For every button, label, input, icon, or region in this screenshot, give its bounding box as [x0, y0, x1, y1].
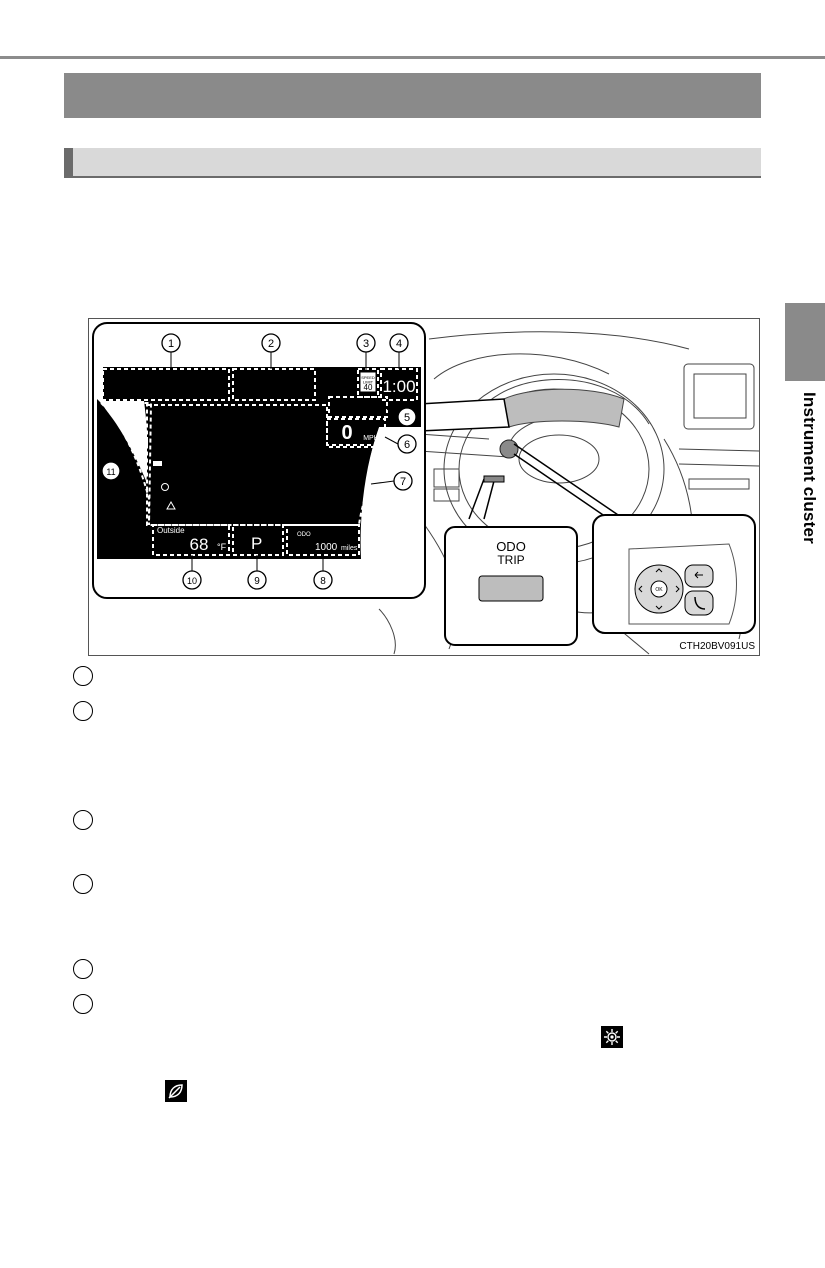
- odo-label: ODO: [297, 532, 311, 538]
- right-arrow-icon: [675, 585, 680, 593]
- top-rule: [0, 56, 825, 59]
- odo-unit: miles: [341, 545, 358, 552]
- section-title-bar: [64, 73, 761, 118]
- svg-text:3: 3: [363, 338, 369, 350]
- steering-hub: [518, 434, 600, 484]
- svg-text:8: 8: [320, 576, 326, 587]
- chapter-label-text: Instrument cluster: [800, 392, 819, 544]
- outside-label: Outside: [157, 526, 185, 535]
- phone-icon: [694, 596, 706, 610]
- figure-code: CTH20BV091US: [679, 641, 755, 652]
- subsection-title-bar: [64, 148, 761, 178]
- subsection-accent: [64, 148, 73, 176]
- switch-leader: [513, 443, 625, 520]
- indicator-icons: [123, 406, 176, 510]
- svg-text:4: 4: [396, 338, 402, 350]
- list-bullet-2: [73, 701, 93, 721]
- car-icon: [137, 416, 145, 421]
- list-bullet-1: [73, 666, 93, 686]
- svg-text:10: 10: [187, 576, 197, 586]
- phone-button: [684, 590, 714, 616]
- ok-button: [650, 580, 668, 598]
- svg-text:5: 5: [404, 412, 410, 424]
- clock: 1:00: [382, 377, 415, 396]
- back-icon: [694, 571, 703, 579]
- vehicle-icon: [153, 461, 162, 466]
- steering-switch-location: [499, 439, 519, 459]
- switch-arrows: [638, 568, 680, 610]
- outside-unit: °F: [217, 542, 227, 552]
- list-bullet-6: [73, 994, 93, 1014]
- odo-value: 1000: [315, 542, 338, 553]
- svg-text:11: 11: [106, 467, 115, 477]
- audio-icon: [143, 437, 148, 448]
- odo-trip-label-1: ODO: [496, 539, 526, 554]
- list-bullet-3: [73, 810, 93, 830]
- display-leader: [418, 398, 510, 432]
- svg-text:2: 2: [268, 338, 274, 350]
- list-bullet-4: [73, 874, 93, 894]
- odo-trip-button: [478, 575, 544, 602]
- shift-position: P: [251, 534, 262, 553]
- list-bullet-5: [73, 959, 93, 979]
- svg-text:9: 9: [254, 576, 260, 587]
- speed-unit: MPH: [363, 435, 379, 442]
- back-button: [684, 564, 714, 588]
- eco-icon: [123, 406, 131, 414]
- gear-icon: [601, 1026, 623, 1048]
- svg-text:6: 6: [404, 439, 410, 451]
- callout-leaders: [120, 352, 674, 613]
- outside-temp: 68: [190, 535, 209, 554]
- speed-limit-value: 40: [364, 383, 373, 392]
- odo-button-location: [483, 475, 505, 483]
- ok-label: OK: [655, 587, 663, 593]
- gear-small-icon: [161, 483, 169, 491]
- speed-value: 0: [341, 422, 352, 444]
- odo-leader: [468, 478, 495, 520]
- up-arrow-icon: [655, 568, 663, 573]
- left-arrow-icon: [638, 585, 643, 593]
- switch-panel: [628, 543, 737, 625]
- cluster-location-highlight: [503, 388, 625, 428]
- chapter-tab: [785, 303, 825, 381]
- odo-trip-label-2: TRIP: [497, 553, 524, 567]
- speed-limit-sign: [359, 371, 377, 393]
- eco-leaf-icon: [165, 1080, 187, 1102]
- svg-text:1: 1: [168, 338, 174, 350]
- chapter-label: Instrument cluster: [792, 392, 822, 552]
- down-arrow-icon: [655, 605, 663, 610]
- warning-icon: [166, 500, 176, 510]
- svg-text:7: 7: [400, 476, 406, 488]
